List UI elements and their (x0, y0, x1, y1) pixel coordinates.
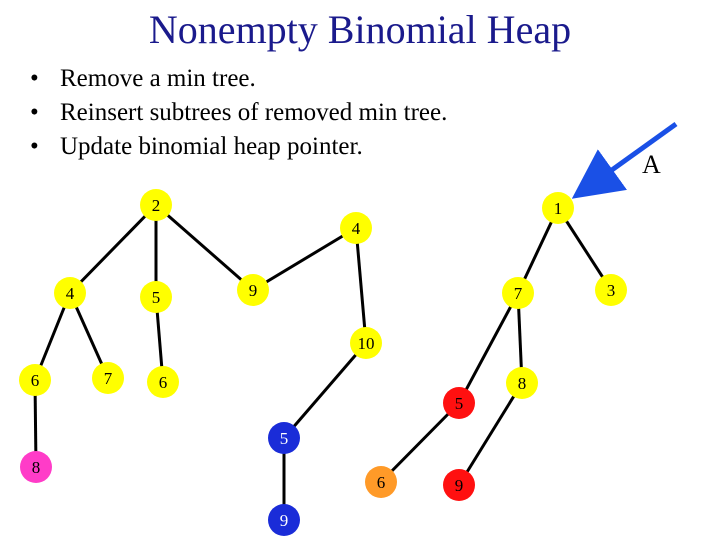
heap-node: 5 (268, 422, 300, 454)
node-circle (506, 367, 538, 399)
heap-node: 2 (140, 189, 172, 221)
bullet-text: Update binomial heap pointer. (60, 133, 363, 160)
bullet-text: Reinsert subtrees of removed min tree. (60, 99, 448, 126)
heap-node: 6 (147, 366, 179, 398)
heap-node: 3 (595, 274, 627, 306)
nodes-layer: 2 4 5 6 7 6 8 4 9 10 5 9 1 7 3 5 6 8 9 (19, 189, 627, 536)
heap-node: 8 (506, 367, 538, 399)
bullet-item: • Reinsert subtrees of removed min tree. (30, 96, 447, 130)
node-label: 6 (159, 373, 168, 392)
bullet-list: • Remove a min tree. • Reinsert subtrees o… (30, 62, 447, 164)
bullet-text: Remove a min tree. (60, 65, 256, 92)
heap-pointer-arrow (571, 121, 678, 199)
node-label: 6 (377, 473, 386, 492)
node-circle (237, 274, 269, 306)
node-circle (365, 466, 397, 498)
node-circle (140, 189, 172, 221)
node-circle (542, 192, 574, 224)
node-label: 7 (514, 284, 523, 303)
node-label: 8 (32, 458, 41, 477)
node-label: 5 (152, 288, 161, 307)
node-circle (268, 504, 300, 536)
node-circle (443, 469, 475, 501)
edges-layer (33, 203, 613, 520)
node-label: 4 (66, 284, 75, 303)
bullet-dot: • (30, 99, 39, 126)
heap-node: 4 (340, 212, 372, 244)
heap-node: 9 (443, 469, 475, 501)
tree-edge (556, 207, 613, 291)
heap-node: 7 (502, 277, 534, 309)
heap-node: 7 (92, 362, 124, 394)
node-circle (340, 212, 372, 244)
node-circle (140, 281, 172, 313)
tree-edge (155, 203, 254, 292)
bullet-dot: • (30, 133, 39, 160)
bullet-item: • Remove a min tree. (30, 62, 447, 96)
node-circle (268, 422, 300, 454)
node-label: 8 (518, 374, 527, 393)
node-label: 9 (249, 281, 258, 300)
node-label: 1 (554, 199, 563, 218)
bullet-dot: • (30, 65, 39, 92)
node-label: 4 (352, 219, 361, 238)
heap-node: 5 (140, 281, 172, 313)
node-circle (502, 277, 534, 309)
tree-edge (457, 292, 520, 404)
tree-edge (457, 382, 524, 486)
node-circle (54, 277, 86, 309)
heap-node: 5 (443, 387, 475, 419)
bullet-item: • Update binomial heap pointer. (30, 130, 447, 164)
heap-node: 6 (19, 364, 51, 396)
tree-edge (252, 226, 357, 292)
node-circle (443, 387, 475, 419)
node-label: 9 (280, 511, 289, 530)
node-circle (595, 274, 627, 306)
heap-node: 9 (237, 274, 269, 306)
node-circle (92, 362, 124, 394)
tree-edge (282, 342, 368, 439)
node-label: 6 (31, 371, 40, 390)
node-circle (350, 327, 382, 359)
node-circle (147, 366, 179, 398)
tree-edge (379, 401, 461, 484)
tree-edge (68, 203, 158, 295)
heap-node: 6 (365, 466, 397, 498)
node-label: 10 (358, 334, 375, 353)
heap-node: 8 (20, 451, 52, 483)
slide-title: Nonempty Binomial Heap (148, 7, 572, 52)
node-circle (19, 364, 51, 396)
node-circle (20, 451, 52, 483)
node-label: 5 (280, 429, 289, 448)
heap-node: 1 (542, 192, 574, 224)
heap-node: 10 (350, 327, 382, 359)
node-label: 2 (152, 196, 161, 215)
node-label: 3 (607, 281, 616, 300)
heap-pointer-label: A (642, 150, 661, 179)
node-label: 9 (455, 476, 464, 495)
tree-edge (354, 227, 368, 344)
heap-node: 4 (54, 277, 86, 309)
node-label: 5 (455, 394, 464, 413)
node-label: 7 (104, 369, 113, 388)
heap-node: 9 (268, 504, 300, 536)
